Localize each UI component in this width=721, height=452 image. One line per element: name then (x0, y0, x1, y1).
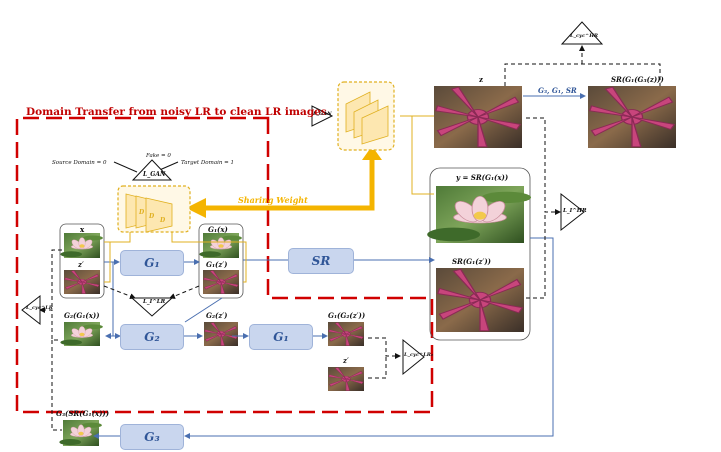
target-domain-label: Target Domain = 1 (181, 160, 235, 166)
g1zp-label: G₁(z′) (206, 260, 228, 269)
y-label: y = SR(G₁(x)) (456, 173, 509, 182)
image-zp (63, 269, 101, 295)
lidt-triangle (130, 297, 174, 317)
lhr-triangle (560, 192, 585, 232)
image-zp2 (327, 366, 365, 392)
sr-block: SR (288, 248, 354, 274)
lcyc-right-triangle (402, 338, 425, 376)
lcyc-right-label: L_cyc^LR₂ (404, 352, 434, 358)
blue-connectors (93, 93, 586, 439)
fake-label: Fake = 0 (146, 153, 171, 159)
image-g1x (199, 232, 243, 259)
sr-output-group-box (429, 167, 531, 341)
sharing-weight-label: Sharing Weight (238, 195, 308, 205)
lhr-label: L_I^HR (563, 208, 587, 214)
g1b-block: G₁ (249, 324, 313, 350)
g1-block: G₁ (120, 250, 184, 276)
lgan-label: L_GAN (143, 171, 166, 178)
image-g2g1x (60, 321, 104, 347)
lgan-triangle (131, 159, 173, 181)
image-x (60, 232, 104, 259)
domain-transfer-title: Domain Transfer from noisy LR to clean L… (26, 106, 327, 118)
image-y (426, 185, 532, 244)
image-g2zp (203, 321, 239, 347)
lcyc-hr-label: L_cyc^HR (570, 33, 599, 39)
g3srg1x-label: G₃(SR(G₁(x))) (56, 409, 110, 418)
image-z (433, 85, 523, 149)
zp-label: z′ (78, 260, 84, 269)
image-g1zp (202, 269, 240, 295)
loss-triangles (21, 21, 604, 376)
z-label: z (479, 75, 483, 84)
lcyc-left-triangle (21, 294, 41, 326)
lgan-hr-triangle (311, 105, 334, 127)
g2-block: G₂ (120, 324, 184, 350)
d-label-1: D (139, 209, 145, 216)
g1x-label: G₁(x) (208, 225, 228, 234)
x-label: x (80, 225, 85, 234)
image-g3srg1x (59, 419, 103, 447)
sharing-weight-arrow (186, 158, 375, 218)
lcyc-left-label: L_cyc^LR (26, 305, 53, 311)
g1g2zp-label: G₁(G₂(z′)) (328, 311, 366, 320)
lgan-hr-label: L_GAN (313, 111, 332, 117)
g3g1sr-label: G₃, G₁, SR (538, 86, 577, 95)
srg1zp-label: SR(G₁(z′)) (452, 257, 491, 266)
image-srg1zp (435, 267, 525, 333)
g2g1x-label: G₂(G₁(x)) (64, 311, 100, 320)
lidt-label: L_I^LR (143, 299, 166, 305)
lcyc-hr-triangle (560, 21, 604, 45)
input-group-box (59, 223, 105, 299)
source-domain-label: Source Domain = 0 (52, 160, 107, 166)
zp2-label: z′ (343, 356, 349, 365)
srg1g3z-label: SR(G₁(G₃(z))) (611, 75, 664, 84)
g2zp-label: G₂(z′) (206, 311, 228, 320)
d-label-2: D (149, 213, 155, 220)
image-srg1g3z (587, 85, 677, 149)
d-label-3: D (160, 217, 166, 224)
g3-block: G₃ (120, 424, 184, 450)
image-g1g2zp (327, 321, 365, 347)
